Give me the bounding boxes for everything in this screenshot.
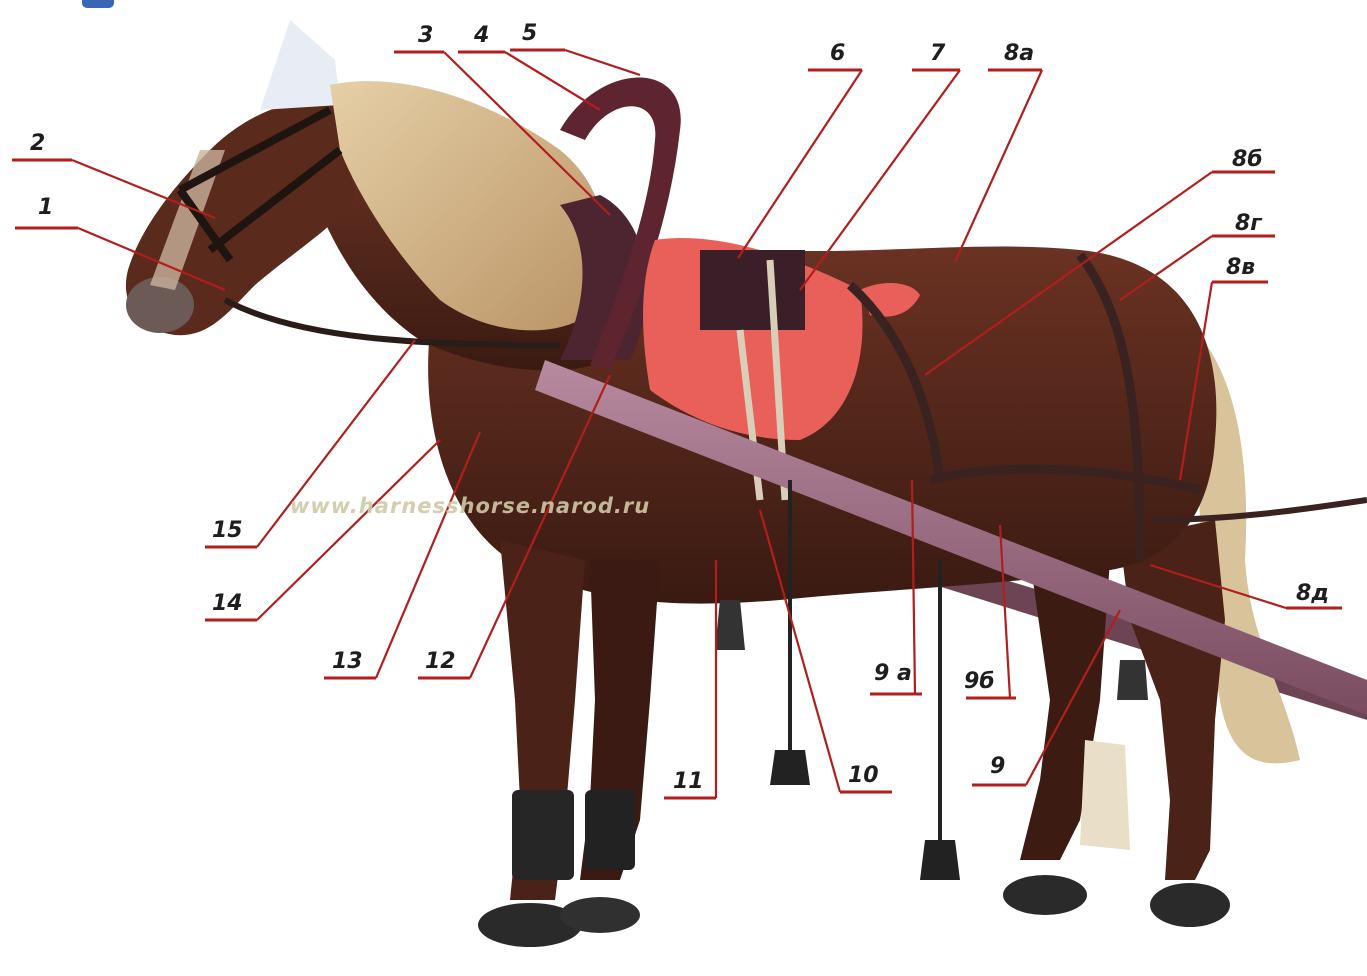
callout-label-5: 5 [522, 21, 538, 46]
saddle [700, 250, 805, 330]
breeching-strap [846, 252, 1202, 561]
callout-label-8v: 8в [1226, 255, 1256, 280]
callout-leader-5 [564, 48, 641, 77]
callout-label-4: 4 [474, 23, 490, 48]
hind-hoof-far [1003, 875, 1087, 915]
bridle [176, 106, 343, 263]
callout-leader-3 [443, 51, 611, 216]
front-hoof-near [478, 903, 582, 947]
callout-label-6: 6 [830, 41, 846, 66]
near-shaft [535, 360, 1367, 715]
callout-leader-9b [998, 524, 1012, 699]
callout-leader-4 [504, 51, 601, 111]
rein [223, 297, 561, 348]
callout-leader-1 [77, 226, 226, 292]
head [125, 99, 355, 336]
duga-arc [560, 77, 681, 370]
callout-leader-14 [256, 439, 441, 621]
callout-label-9: 9 [990, 754, 1006, 779]
callout-leader-8b [924, 171, 1213, 376]
tassel-a [920, 840, 960, 880]
front-hoof-far [560, 897, 640, 933]
callout-label-8a: 8а [1004, 41, 1035, 66]
callout-leader-9a [910, 479, 917, 695]
callout-label-11: 11 [673, 769, 704, 794]
saddle-pad [643, 238, 863, 440]
blaze [150, 150, 225, 290]
callout-label-3: 3 [418, 23, 434, 48]
callout-leader-8g [1119, 235, 1213, 301]
hind-feather [1080, 740, 1130, 850]
callout-leader-8d [1149, 563, 1287, 610]
callout-label-15: 15 [212, 518, 243, 543]
callout-label-1: 1 [38, 195, 54, 220]
leg-wrap-near [512, 790, 574, 880]
tassel-c [715, 600, 745, 650]
callout-leader-13 [374, 431, 482, 679]
callout-leader-6 [737, 69, 863, 259]
corner-tab [82, 0, 114, 8]
callout-leader-9 [1025, 609, 1121, 786]
muzzle [126, 277, 194, 333]
callout-label-8d: 8д [1296, 581, 1330, 606]
tassel-b [770, 750, 810, 785]
trace-line [1149, 497, 1367, 523]
callout-leader-15 [256, 339, 416, 548]
callout-leader-8v [1178, 281, 1214, 481]
callout-label-2: 2 [30, 131, 46, 156]
callout-label-7: 7 [930, 41, 946, 66]
hind-leg-far [1020, 560, 1110, 860]
callout-label-9a: 9 а [874, 661, 912, 686]
watermark: www.harnesshorse.narod.ru [290, 494, 651, 518]
callout-label-12: 12 [425, 649, 456, 674]
callout-leader-10 [758, 509, 842, 793]
hind-hoof-near [1150, 883, 1230, 927]
callout-label-13: 13 [332, 649, 363, 674]
callout-leader-12 [469, 374, 611, 679]
callout-leaders [12, 48, 1342, 800]
callout-label-8b: 8б [1232, 147, 1263, 172]
leg-wrap-far [585, 790, 635, 870]
callout-leader-8a [953, 69, 1044, 263]
callout-label-10: 10 [848, 763, 879, 788]
callout-label-14: 14 [212, 591, 243, 616]
callout-label-9b: 9б [964, 669, 995, 694]
callout-leader-2 [71, 158, 216, 220]
callout-leader-7 [799, 69, 961, 291]
tassel-d [1117, 660, 1148, 700]
ear-bonnet [260, 20, 340, 110]
callout-label-8g: 8г [1235, 211, 1262, 236]
